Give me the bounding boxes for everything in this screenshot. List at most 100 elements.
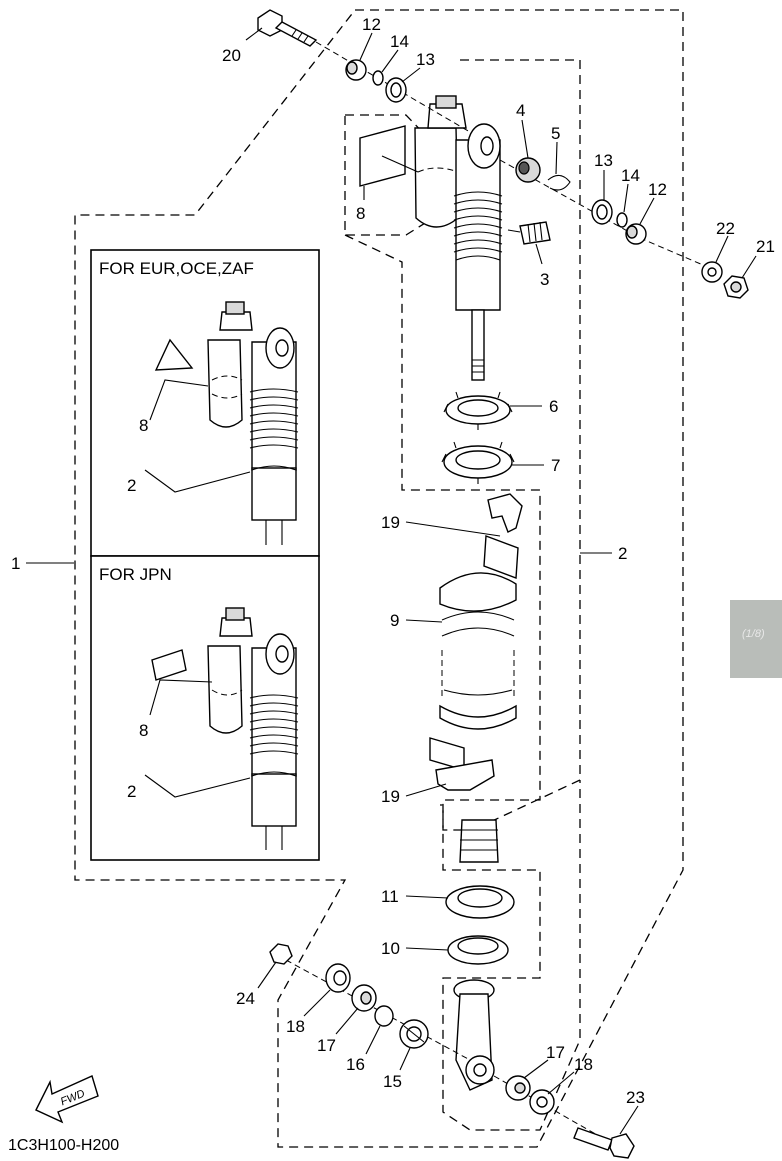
callout-12-right: 12 [648,180,667,199]
bolt-20 [257,9,318,47]
leader-2-eur [144,469,251,493]
inset-jpn-shock [151,607,299,850]
spring-9 [439,572,517,730]
leader-8-top-b [381,155,419,173]
callout-1: 1 [11,554,20,573]
leader-8-eur [149,379,209,421]
leader-21 [741,255,757,279]
callout-8-eur: 8 [139,416,148,435]
callout-19-top: 19 [381,513,400,532]
leader-18-right [547,1071,575,1095]
side-tab: (1/8) [730,600,782,678]
adjuster-3 [507,221,551,245]
leader-17-right [523,1059,549,1079]
callout-24: 24 [236,989,255,1008]
inset-title-jpn: FOR JPN [99,565,172,584]
leader-10 [405,947,449,951]
callout-17-right: 17 [546,1043,565,1062]
callout-18-right: 18 [574,1055,593,1074]
side-tab-text: (1/8) [742,628,765,640]
leader-20 [245,27,263,41]
collar-12-left [345,59,367,81]
leader-5 [555,141,558,175]
spring-guide-19-bottom [435,759,495,791]
leader-14-left [381,49,399,73]
callout-12-left: 12 [362,15,381,34]
seat-11 [445,885,515,919]
ring-nut-7 [441,441,515,484]
collar-17-right [505,1075,531,1101]
leader-2-jpn [144,774,251,798]
leader-17-left [335,1007,359,1035]
nut-24 [269,943,293,965]
leader-19-bottom [405,783,447,797]
oil-seal-16 [374,1005,394,1027]
callout-7: 7 [551,456,560,475]
callout-21: 21 [756,237,775,256]
leader-12-right [639,197,655,225]
leader-15 [399,1047,411,1071]
callout-2-jpn: 2 [127,782,136,801]
callout-14-left: 14 [390,32,409,51]
bushing-4 [515,157,541,183]
callout-9: 9 [390,611,399,630]
callout-19-bottom: 19 [381,787,400,806]
leader-16 [365,1025,381,1055]
callout-15: 15 [383,1072,402,1091]
callout-3: 3 [540,270,549,289]
callout-4: 4 [516,101,525,120]
leader-23 [619,1105,639,1135]
leader-19-top [405,521,501,537]
assembly-outline-1 [74,9,684,1148]
leader-8-jpn [149,679,213,716]
callout-18-left: 18 [286,1017,305,1036]
leader-11 [405,895,449,899]
leader-3 [535,243,543,265]
oring-14-left [372,70,384,86]
leader-24 [257,961,277,989]
callout-11: 11 [381,887,399,906]
inset-title-eur: FOR EUR,OCE,ZAF [99,259,254,278]
lower-eye [453,979,495,1091]
callout-13-left: 13 [416,50,435,69]
ring-nut-6 [443,391,513,430]
callout-22: 22 [716,219,735,238]
callout-17-left: 17 [317,1036,336,1055]
washer-22 [701,261,723,283]
callout-10: 10 [381,939,400,958]
callout-5: 5 [551,124,560,143]
leader-22 [715,235,729,263]
callout-2-eur: 2 [127,476,136,495]
bearing-13-right [591,199,613,225]
callout-13-right: 13 [594,151,613,170]
leader-14-right [623,183,629,213]
bearing-15 [399,1019,429,1049]
callout-20: 20 [222,46,241,65]
callout-8-top: 8 [356,204,365,223]
drawing-code: 1C3H100-H200 [8,1137,119,1154]
label-19-top [483,535,519,579]
leader-13-left [401,67,421,83]
collar-12-right [625,223,647,245]
inset-eur-shock [154,301,299,545]
leader-12-left [359,32,373,61]
collar-18-left [325,963,351,993]
fwd-arrow-icon: FWD [35,1075,99,1124]
bearing-13-left [385,77,407,103]
bolt-23 [573,1127,635,1159]
collar-17-left [351,984,377,1012]
leader-4 [521,119,529,159]
seat-10 [447,935,509,965]
leader-18-left [303,989,331,1017]
oring-14-right [616,212,628,228]
nut-21 [723,275,749,299]
collar-18-right [529,1089,555,1115]
callout-14-right: 14 [621,166,640,185]
callout-8-jpn: 8 [139,721,148,740]
callout-2: 2 [618,544,627,563]
bump-stopper [459,819,499,863]
spring-guide-19-top [487,493,523,533]
circlip-5 [547,174,571,191]
main-shock-absorber [414,95,503,381]
